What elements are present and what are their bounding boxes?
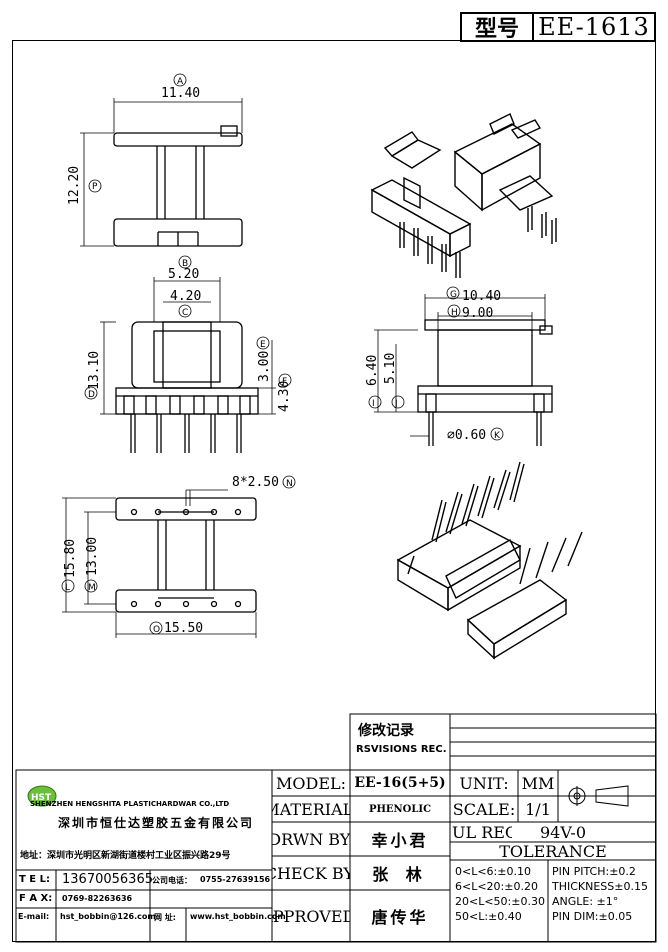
dim-l-value: 15.80 — [63, 539, 78, 578]
dim-h-letter: H — [451, 308, 458, 318]
company-name-cn: 深圳市恒仕达塑胶五金有限公司 — [58, 816, 255, 830]
dim-e-value: 3.00 — [257, 351, 272, 382]
tolerance-row: 20<L<50:±0.30 — [455, 895, 545, 908]
bottom-view — [61, 475, 296, 638]
tolerance-row: 50<L:±0.40 — [455, 910, 522, 923]
dim-j-value: 5.10 — [383, 353, 398, 384]
tolerance-spec: ANGLE: ±1° — [552, 895, 619, 908]
unit-label: UNIT: — [459, 773, 509, 793]
dim-o-letter: O — [153, 625, 160, 635]
check-value: 张 林 — [372, 865, 428, 884]
approved-value: 唐传华 — [371, 908, 429, 927]
dim-d-value: 13.10 — [87, 351, 102, 390]
dim-k-letter: K — [494, 431, 501, 441]
revisions-title-en: RSVISIONS REC. — [356, 744, 447, 755]
tel-label: T E L: — [19, 874, 50, 885]
tolerance-specs: PIN PITCH:±0.2 THICKNESS±0.15 ANGLE: ±1°… — [552, 864, 648, 924]
dimension-labels: A 11.40 P 12.20 B 5.20 4.20 C 13.10 D E … — [63, 77, 501, 636]
tolerance-row: 0<L<6:±0.10 — [455, 865, 531, 878]
scale-value: 1/1 — [525, 799, 551, 819]
ul-value: 94V-0 — [539, 822, 587, 842]
isometric-view-top — [370, 113, 557, 278]
dim-h-value: 9.00 — [462, 306, 493, 321]
dim-b-value: 5.20 — [168, 267, 199, 282]
side-view — [368, 286, 553, 446]
logo-text: HST — [31, 793, 52, 803]
dim-o-value: 15.50 — [164, 621, 203, 636]
dim-f-value: 4.30 — [277, 381, 292, 412]
dim-p-value: 12.20 — [67, 166, 82, 205]
dim-e-letter: E — [260, 340, 266, 350]
dim-n-letter: N — [286, 479, 293, 489]
company-address: 地址：深圳市光明区新湖街道楼村工业区振兴路29号 — [20, 851, 231, 861]
dim-c-value: 4.20 — [170, 289, 201, 304]
dim-i-value: 6.40 — [365, 355, 380, 386]
tolerance-ranges: 0<L<6:±0.10 6<L<20:±0.20 20<L<50:±0.30 5… — [455, 864, 545, 924]
dim-a-letter: A — [177, 77, 184, 87]
drawn-value: 幸小君 — [371, 831, 429, 850]
scale-label: SCALE: — [452, 799, 516, 819]
isometric-view-bottom — [396, 461, 583, 660]
dim-b-letter: B — [182, 259, 188, 269]
model-field-value: EE-16(5+5) — [354, 775, 446, 791]
fax-label: F A X: — [19, 893, 53, 904]
phone-value: 0755-27639156 — [200, 875, 271, 884]
model-value: EE-1613 — [538, 13, 650, 41]
check-label: CHECK BY: — [272, 863, 350, 883]
dim-g-value: 10.40 — [462, 289, 501, 304]
dim-n-value: 8*2.50 — [232, 475, 279, 490]
dim-a-value: 11.40 — [161, 86, 200, 101]
tel-value: 13670056365 — [62, 872, 153, 887]
model-field-label: MODEL: — [275, 773, 347, 793]
material-label: MATERIAL: — [272, 799, 350, 819]
dim-p-letter: P — [92, 182, 98, 192]
company-logo: HST — [27, 785, 57, 807]
company-name-en: SHENZHEN HENGSHITA PLASTICHARDWAR CO.,LT… — [30, 800, 230, 808]
phone-label: 公司电话： — [152, 876, 192, 885]
title-block-grid — [15, 713, 657, 943]
email-label: E-mail: — [18, 912, 50, 921]
tolerance-label: TOLERANCE — [499, 842, 607, 860]
web-label: 网 址: — [154, 913, 176, 922]
tolerance-row: 6<L<20:±0.20 — [455, 880, 538, 893]
tolerance-spec: THICKNESS±0.15 — [552, 880, 648, 893]
dim-g-letter: G — [450, 290, 457, 300]
front-view — [84, 255, 292, 453]
dim-d-letter: D — [88, 390, 95, 400]
dim-l-letter: L — [65, 583, 70, 593]
fax-value: 0769-82263636 — [62, 894, 133, 903]
revisions-title-cn: 修改记录 — [358, 723, 414, 739]
email-value: hst_bobbin@126.com — [60, 912, 156, 921]
dim-f-letter: F — [282, 377, 287, 387]
dim-j-letter: J — [394, 399, 398, 409]
dim-m-value: 13.00 — [85, 537, 100, 576]
approved-label: APPROVED: — [272, 906, 350, 926]
dim-i-letter: I — [372, 399, 375, 409]
material-value: PHENOLIC — [368, 803, 432, 815]
tolerance-spec: PIN DIM:±0.05 — [552, 910, 633, 923]
drawn-label: DRWN BY: — [272, 829, 350, 849]
dim-c-letter: C — [182, 308, 188, 318]
model-header: 型号 EE-1613 — [460, 12, 656, 42]
unit-value: MM — [521, 773, 555, 793]
model-label: 型号 — [462, 14, 534, 42]
tolerance-spec: PIN PITCH:±0.2 — [552, 865, 636, 878]
top-view — [80, 73, 243, 247]
web-value: www.hst_bobbin.com — [190, 912, 286, 921]
dim-m-letter: M — [88, 583, 96, 593]
dim-k-value: ⌀0.60 — [447, 428, 486, 443]
ul-label: UL REC: — [452, 822, 512, 842]
